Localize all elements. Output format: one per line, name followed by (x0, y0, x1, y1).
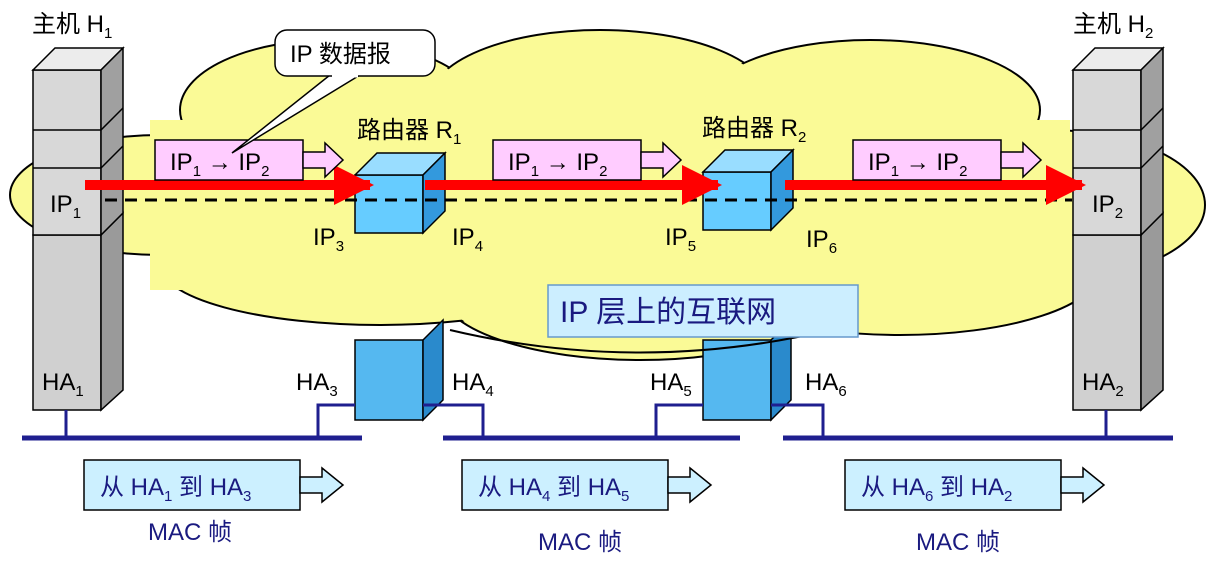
router-r2-ip-left: IP5 (665, 224, 696, 255)
cloud-label: IP 层上的互联网 (560, 296, 776, 329)
datagram-label-3: IP1 → IP2 (868, 149, 967, 180)
host-h1-label: 主机 H1 (32, 11, 112, 42)
mac-frame-2 (461, 459, 713, 511)
router-r2-ha-left: HA5 (650, 369, 692, 400)
mac-frame-1-text: 从 HA1 到 HA3 (100, 474, 251, 505)
datagram-box-3 (852, 139, 1043, 181)
mac-frame-2-text: 从 HA4 到 HA5 (478, 474, 629, 505)
router-r1-lower (354, 318, 444, 422)
router-r2-ha-right: HA6 (805, 369, 847, 400)
datagram-box-2 (492, 139, 683, 181)
host-h2-tower (1071, 46, 1165, 412)
mac-frame-3-text: 从 HA6 到 HA2 (861, 474, 1012, 505)
mac-caption-3: MAC 帧 (916, 529, 1000, 556)
host-h2-ip: IP2 (1092, 191, 1123, 222)
callout-text: IP 数据报 (290, 41, 391, 68)
router-r1-label: 路由器 R1 (357, 117, 461, 148)
mac-frame-1 (83, 459, 345, 511)
router-r2-label: 路由器 R2 (702, 115, 806, 146)
mac-caption-1: MAC 帧 (148, 519, 232, 546)
host-h1-tower (31, 46, 125, 412)
router-r1-ha-right: HA4 (452, 369, 494, 400)
datagram-label-2: IP1 → IP2 (508, 149, 607, 180)
router-r2-lower (702, 318, 792, 422)
router-r1-ha-left: HA3 (296, 369, 338, 400)
host-h1-ha: HA1 (42, 369, 84, 400)
mac-caption-2: MAC 帧 (538, 529, 622, 556)
callout-bubble (231, 29, 436, 154)
host-h2-label: 主机 H2 (1073, 11, 1153, 42)
datagram-box-1 (154, 139, 345, 181)
host-h1-ip: IP1 (50, 191, 81, 222)
router-r1-ip-left: IP3 (313, 224, 344, 255)
router-r1-ip-right: IP4 (452, 224, 483, 255)
router-r1-cube (353, 151, 447, 235)
host-h2-ha: HA2 (1082, 369, 1124, 400)
mac-frame-3 (844, 459, 1106, 511)
datagram-label-1: IP1 → IP2 (170, 149, 269, 180)
router-r2-ip-right: IP6 (806, 226, 837, 257)
cloud-label-box (547, 284, 859, 338)
